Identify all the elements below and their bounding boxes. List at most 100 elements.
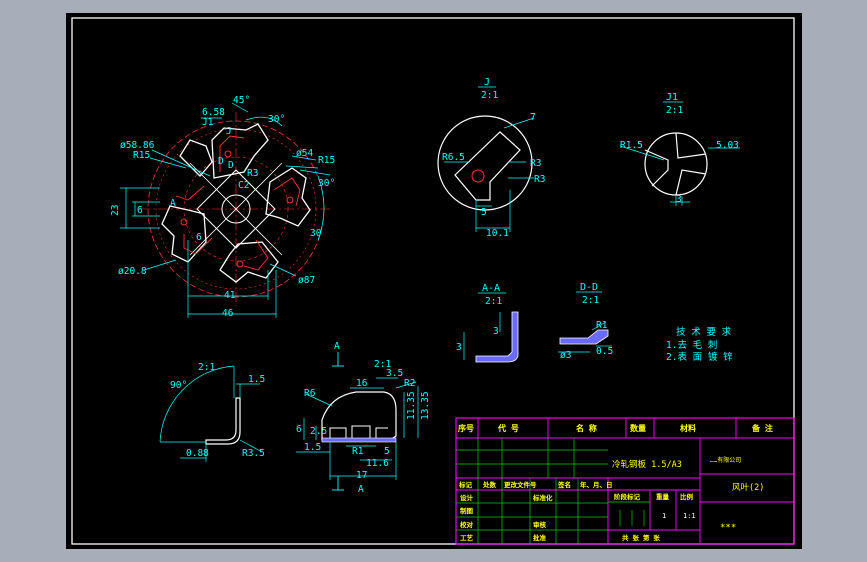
side-dim-r1: R1 bbox=[352, 446, 364, 457]
dim-30-deg-top: 30° bbox=[268, 114, 285, 125]
dim-46: 46 bbox=[222, 308, 234, 319]
side-dim-16: 16 bbox=[356, 378, 368, 389]
dim-c2: C2 bbox=[238, 180, 249, 191]
detail-bend-dim-0-88: 0.88 bbox=[186, 448, 209, 459]
dim-dia-87: ø87 bbox=[298, 275, 315, 286]
side-dim-5: 5 bbox=[384, 446, 390, 457]
dim-30-deg-right: 30° bbox=[318, 178, 335, 189]
tech-title: 技 术 要 求 bbox=[676, 326, 732, 338]
label-j: J bbox=[226, 126, 232, 137]
detail-bend-dim-1-5: 1.5 bbox=[248, 374, 265, 385]
side-dim-13-35: 13.35 bbox=[420, 391, 431, 420]
label-j1: J1 bbox=[202, 117, 214, 128]
main-view: 6.58 45° 30° J1 J ø58.86 R15 ø54 R15 23 … bbox=[110, 95, 335, 319]
dim-r15-right: R15 bbox=[318, 155, 335, 166]
detail-j1-dim-5-03: 5.03 bbox=[716, 140, 739, 151]
label-d-top: D bbox=[218, 156, 224, 167]
tech-line-1: 1.去 毛 刺 bbox=[666, 339, 717, 351]
side-dim-2-5: 2.5 bbox=[310, 426, 327, 437]
tb-r-mark: 标记 bbox=[458, 480, 473, 489]
section-aa-dim-3-right: 3 bbox=[493, 326, 499, 337]
detail-j1-title: J1 bbox=[666, 92, 678, 103]
detail-j1-dim-r1-5: R1.5 bbox=[620, 140, 643, 151]
detail-j: J 2:1 7 R6.5 R3 R3 5 10.1 bbox=[437, 77, 545, 239]
tb-h-seq: 序号 bbox=[458, 423, 474, 433]
section-dd-scale: 2:1 bbox=[582, 295, 599, 306]
section-dd: D-D 2:1 R1 ø3 0.5 bbox=[558, 282, 613, 361]
side-dim-17: 17 bbox=[356, 470, 367, 481]
section-dd-dim-0-5: 0.5 bbox=[596, 346, 613, 357]
tb-material: 冷轧钢板 1.5/A3 bbox=[612, 459, 682, 470]
detail-j-dim-10-1: 10.1 bbox=[486, 228, 509, 239]
tb-r-date: 年、月、日 bbox=[580, 480, 613, 489]
tb-stage-mark: 阶段标记 bbox=[614, 492, 641, 501]
side-scale: 2:1 bbox=[374, 359, 391, 370]
tb-r-std: 标准化 bbox=[532, 493, 553, 502]
section-aa-title: A-A bbox=[482, 283, 500, 294]
section-aa: A-A 2:1 3 3 bbox=[456, 283, 519, 363]
dim-45-deg: 45° bbox=[233, 95, 250, 106]
tb-h-mat: 材料 bbox=[680, 423, 696, 433]
title-block: 序号 代 号 名 称 数量 材料 备 注 冷轧钢板 1.5/A3 ……有限公司 … bbox=[455, 417, 795, 545]
tech-line-2: 2.表 面 镀 锌 bbox=[666, 351, 733, 363]
detail-j-dim-5: 5 bbox=[481, 207, 487, 218]
tb-r-approve: 批准 bbox=[533, 533, 547, 542]
detail-bend-dim-r3-5: R3.5 bbox=[242, 448, 265, 459]
dim-41: 41 bbox=[224, 290, 236, 301]
tb-r-check: 校对 bbox=[460, 520, 474, 529]
section-dd-dim-dia-3: ø3 bbox=[560, 350, 571, 361]
dim-dia-20-8: ø20.8 bbox=[118, 266, 147, 277]
dim-dia-58-86: ø58.86 bbox=[120, 140, 155, 151]
side-dim-r2: R2 bbox=[404, 378, 415, 389]
tb-r-process: 工艺 bbox=[460, 533, 474, 542]
dim-23: 23 bbox=[110, 205, 121, 216]
section-aa-scale: 2:1 bbox=[485, 296, 502, 307]
side-dim-11-35: 11.35 bbox=[406, 391, 417, 420]
tb-h-code: 代 号 bbox=[497, 423, 519, 433]
tb-ratio-val: 1:1 bbox=[683, 512, 696, 520]
detail-j-dim-r3-b: R3 bbox=[534, 174, 545, 185]
tb-ratio: 比例 bbox=[680, 492, 694, 501]
tb-h-qty: 数量 bbox=[630, 423, 646, 433]
dim-6-58: 6.58 bbox=[202, 107, 225, 118]
tb-r-design: 设计 bbox=[460, 493, 474, 502]
tb-sheets: 共 张 第 张 bbox=[622, 533, 660, 542]
detail-j-dim-r6-5: R6.5 bbox=[442, 152, 465, 163]
dim-30-right: 30 bbox=[310, 228, 322, 239]
tb-r-sign: 签名 bbox=[557, 480, 571, 489]
dim-6-left: 6 bbox=[137, 205, 143, 216]
drawing-paper bbox=[66, 13, 802, 549]
side-dim-1-5: 1.5 bbox=[304, 442, 321, 453]
tb-r-review: 审核 bbox=[533, 520, 547, 529]
detail-j1-scale: 2:1 bbox=[666, 105, 683, 116]
tb-r-change: 更改文件号 bbox=[504, 480, 537, 489]
detail-j-dim-7: 7 bbox=[530, 112, 536, 123]
tb-company: ……有限公司 bbox=[710, 456, 741, 464]
dim-r3: R3 bbox=[247, 168, 258, 179]
dim-6-center: 6 bbox=[196, 232, 202, 243]
dim-dia-54: ø54 bbox=[296, 148, 313, 159]
label-d-bottom: D bbox=[228, 160, 234, 171]
tb-weight: 重量 bbox=[656, 492, 670, 501]
detail-bend-dim-90: 90° bbox=[170, 380, 187, 391]
detail-j-title: J bbox=[484, 77, 490, 88]
section-aa-dim-3-left: 3 bbox=[456, 342, 462, 353]
tb-qty-val: 1 bbox=[662, 512, 666, 520]
side-view: A 2:1 3.5 R2 R6 16 6 2 bbox=[296, 341, 431, 495]
section-dd-dim-r1: R1 bbox=[596, 320, 608, 331]
dim-r15-left: R15 bbox=[133, 150, 150, 161]
tb-r-zone: 处数 bbox=[482, 480, 497, 489]
tech-requirements: 技 术 要 求 1.去 毛 刺 2.表 面 镀 锌 bbox=[666, 326, 733, 363]
detail-j-dim-r3-a: R3 bbox=[530, 158, 541, 169]
detail-bend: 2:1 90° 1.5 0.88 R3.5 bbox=[159, 362, 265, 462]
tb-r-draw: 制图 bbox=[460, 506, 474, 515]
side-dim-11-6: 11.6 bbox=[366, 458, 389, 469]
section-dd-title: D-D bbox=[580, 282, 598, 293]
side-label-a-bottom: A bbox=[358, 484, 364, 495]
detail-bend-scale: 2:1 bbox=[198, 362, 215, 373]
tb-part-name: 风叶(2) bbox=[732, 483, 764, 493]
tb-h-note: 备 注 bbox=[751, 423, 773, 433]
tb-drawing-no: *** bbox=[720, 523, 736, 533]
tb-h-name: 名 称 bbox=[576, 423, 597, 433]
